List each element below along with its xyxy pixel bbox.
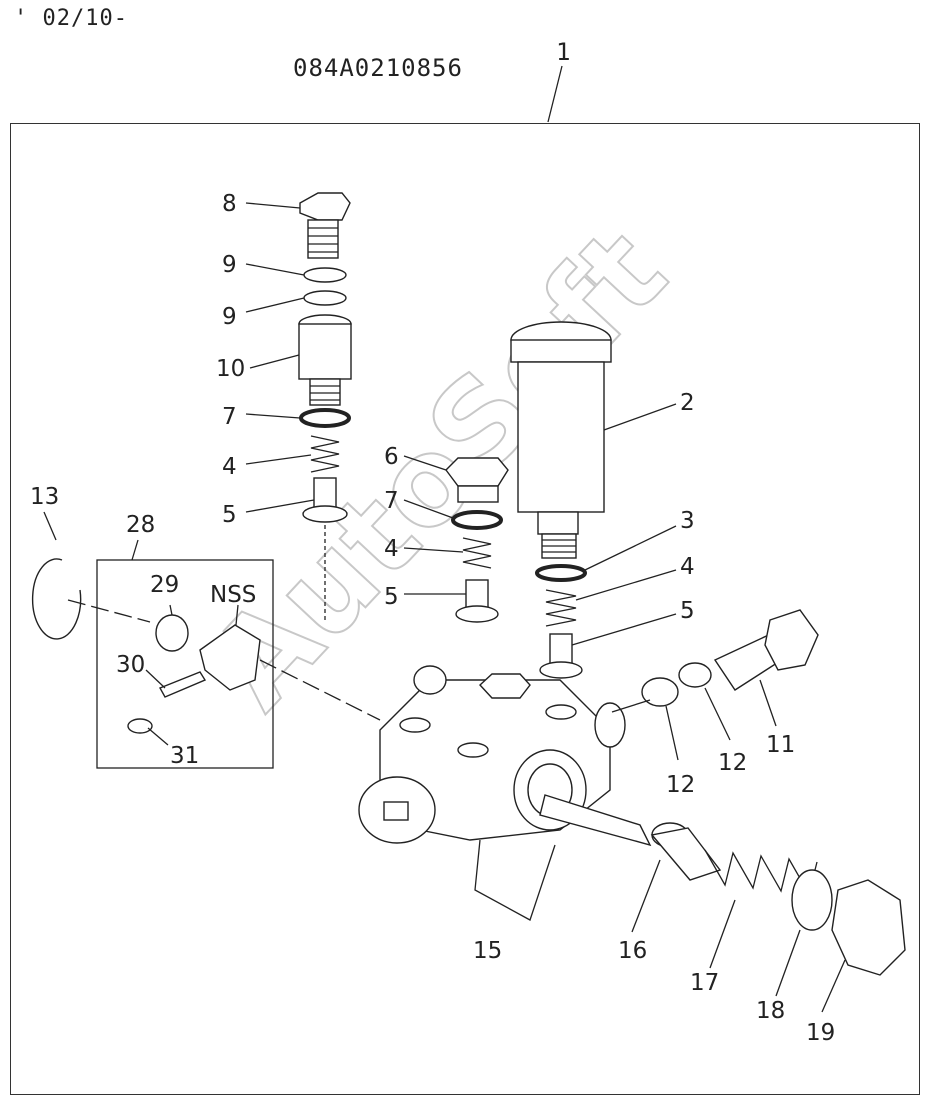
- callout-15: 15: [473, 938, 502, 964]
- o-ring-7b: [451, 510, 503, 530]
- eye-bolt-11: [713, 609, 819, 691]
- callout-11: 11: [766, 732, 795, 758]
- shaft: [539, 794, 652, 847]
- nipple-10: [298, 314, 352, 406]
- callout-9b: 9: [222, 304, 237, 330]
- pin-31: [127, 718, 153, 734]
- callout-28: 28: [126, 512, 155, 538]
- o-ring-3: [535, 564, 587, 582]
- callout-12a: 12: [666, 772, 695, 798]
- plug-19: [831, 879, 906, 976]
- valve-5c: [539, 633, 583, 679]
- diagram-frame: [10, 123, 920, 1095]
- valve-5b: [455, 579, 499, 623]
- spring-4c: [545, 589, 577, 627]
- group-box-leader: [131, 539, 139, 561]
- callout-5c: 5: [680, 598, 695, 624]
- callout-10: 10: [216, 356, 245, 382]
- body-bracket-15: [474, 839, 556, 921]
- date-code: ' 02/10-: [14, 6, 128, 31]
- callout-4a: 4: [222, 454, 237, 480]
- plug-6: [445, 457, 509, 503]
- callout-19: 19: [806, 1020, 835, 1046]
- snap-ring-13: [31, 558, 82, 640]
- callout-nss: NSS: [210, 582, 256, 608]
- lever-nss: [199, 624, 261, 691]
- watermark: AutoSoft: [185, 204, 694, 735]
- washer-12b: [678, 662, 712, 688]
- callout-2: 2: [680, 390, 695, 416]
- callout-30: 30: [116, 652, 145, 678]
- spring-4b: [462, 537, 492, 569]
- callout-5a: 5: [222, 502, 237, 528]
- group-box: [96, 559, 274, 769]
- callout-12b: 12: [718, 750, 747, 776]
- callout-17: 17: [690, 970, 719, 996]
- callout-7a: 7: [222, 404, 237, 430]
- callout-9a: 9: [222, 252, 237, 278]
- callout-29: 29: [150, 572, 179, 598]
- o-ring-7a: [299, 408, 351, 428]
- callout-6: 6: [384, 444, 399, 470]
- callout-8: 8: [222, 191, 237, 217]
- callout-31: 31: [170, 743, 199, 769]
- callout-4c: 4: [680, 554, 695, 580]
- assembly-callout: 1: [556, 38, 572, 66]
- assembly-leader: [547, 65, 563, 123]
- callout-5b: 5: [384, 584, 399, 610]
- pin-30: [159, 671, 207, 698]
- callout-4b: 4: [384, 536, 399, 562]
- gasket-18: [791, 869, 833, 931]
- callout-3: 3: [680, 508, 695, 534]
- strainer-cup-2: [510, 321, 612, 559]
- part-number: 084A0210856: [293, 54, 463, 82]
- sleeve-16: [650, 822, 722, 881]
- callout-18: 18: [756, 998, 785, 1024]
- callout-7b: 7: [384, 488, 399, 514]
- callout-13: 13: [30, 484, 59, 510]
- washer-9b: [303, 290, 347, 306]
- callout-16: 16: [618, 938, 647, 964]
- bolt-8: [299, 192, 351, 259]
- washer-12a: [641, 677, 679, 707]
- washer-9a: [303, 267, 347, 283]
- washer-29: [155, 614, 189, 652]
- valve-5a: [302, 477, 348, 523]
- spring-4a: [310, 435, 340, 473]
